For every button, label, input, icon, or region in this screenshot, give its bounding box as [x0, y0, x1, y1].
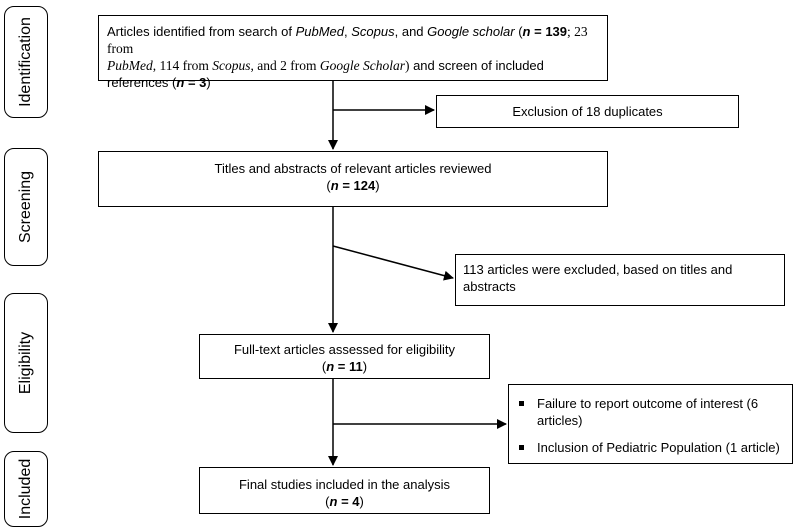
included-count: (n = 4) — [325, 494, 364, 509]
excluded-box: 113 articles were excluded, based on tit… — [455, 254, 785, 306]
exclusion-reasons-list: Failure to report outcome of interest (6… — [509, 395, 792, 456]
screening-title: Titles and abstracts of relevant article… — [214, 161, 492, 176]
exclusion-reason-outcome: Failure to report outcome of interest (6… — [519, 395, 792, 429]
stage-screening: Screening — [4, 148, 48, 266]
excluded-text-line-2: abstracts — [463, 279, 516, 294]
identification-line-2: PubMed, 114 from Scopus, and 2 from Goog… — [107, 58, 544, 90]
screening-box: Titles and abstracts of relevant article… — [98, 151, 608, 207]
included-box: Final studies included in the analysis (… — [199, 467, 490, 514]
stage-eligibility: Eligibility — [4, 293, 48, 433]
exclusion-reason-pediatric: Inclusion of Pediatric Population (1 art… — [519, 439, 792, 456]
exclusion-reasons-box: Failure to report outcome of interest (6… — [508, 384, 793, 464]
source-scopus: Scopus — [351, 24, 395, 39]
source-pubmed: PubMed — [295, 24, 344, 39]
duplicates-text: Exclusion of 18 duplicates — [512, 104, 663, 119]
stage-identification: Identification — [4, 6, 48, 118]
duplicates-box: Exclusion of 18 duplicates — [436, 95, 739, 128]
excluded-text-line-1: 113 articles were excluded, based on tit… — [463, 262, 733, 277]
identification-line-1: Articles identified from search of PubMe… — [107, 24, 588, 56]
arrow-to-excluded — [332, 245, 454, 281]
eligibility-count: (n = 11) — [321, 359, 368, 374]
screening-count: (n = 124) — [326, 178, 380, 193]
stage-included: Included — [4, 451, 48, 527]
identified-count: = 139 — [530, 24, 568, 39]
eligibility-title: Full-text articles assessed for eligibil… — [233, 342, 456, 357]
source-google-scholar: Google scholar — [427, 24, 515, 39]
eligibility-box: Full-text articles assessed for eligibil… — [199, 334, 490, 379]
included-title: Final studies included in the analysis — [238, 477, 450, 492]
reference-count: = 3 — [184, 75, 207, 90]
identification-box: Articles identified from search of PubMe… — [98, 15, 608, 90]
